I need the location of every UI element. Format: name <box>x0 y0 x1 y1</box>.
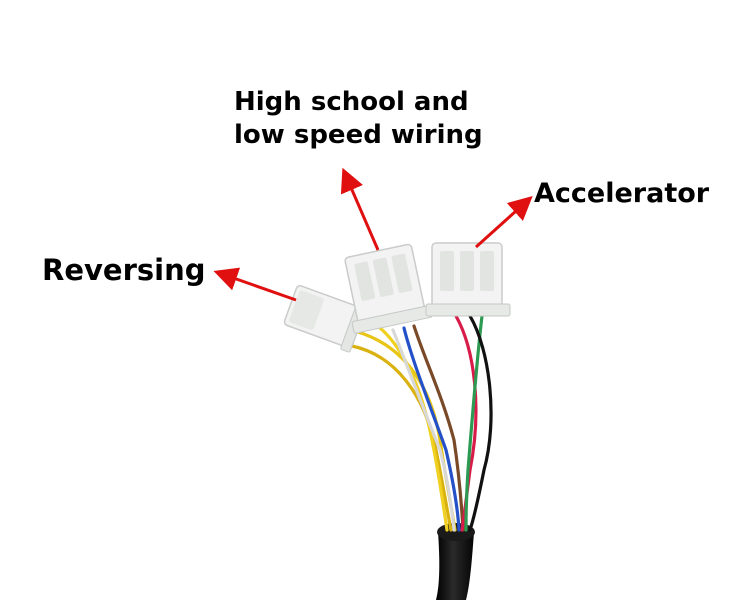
arrow-accelerator <box>474 195 533 249</box>
accelerator-connector <box>425 242 511 317</box>
label-line: low speed wiring <box>234 119 483 150</box>
accelerator-label: Accelerator <box>534 178 710 209</box>
wire-red <box>454 314 478 532</box>
wire-yellow <box>350 344 453 532</box>
arrow-reversing <box>213 267 297 302</box>
wire-yellow <box>368 318 449 532</box>
wire-white <box>391 328 456 532</box>
wire-black <box>468 314 493 532</box>
cable-end <box>437 523 475 541</box>
wire-brown <box>412 324 465 532</box>
main-cable <box>436 532 474 600</box>
wire-green <box>464 314 484 532</box>
arrow-high-low <box>340 167 380 251</box>
wire-blue <box>402 326 461 532</box>
annotation-arrows <box>213 167 533 302</box>
label-line: High school and <box>234 87 469 117</box>
wire-bundle <box>350 314 493 532</box>
reversing-label: Reversing <box>42 253 206 287</box>
high-low-speed-connector <box>344 243 433 334</box>
high-low-speed-label: High school and low speed wiring <box>234 86 483 151</box>
